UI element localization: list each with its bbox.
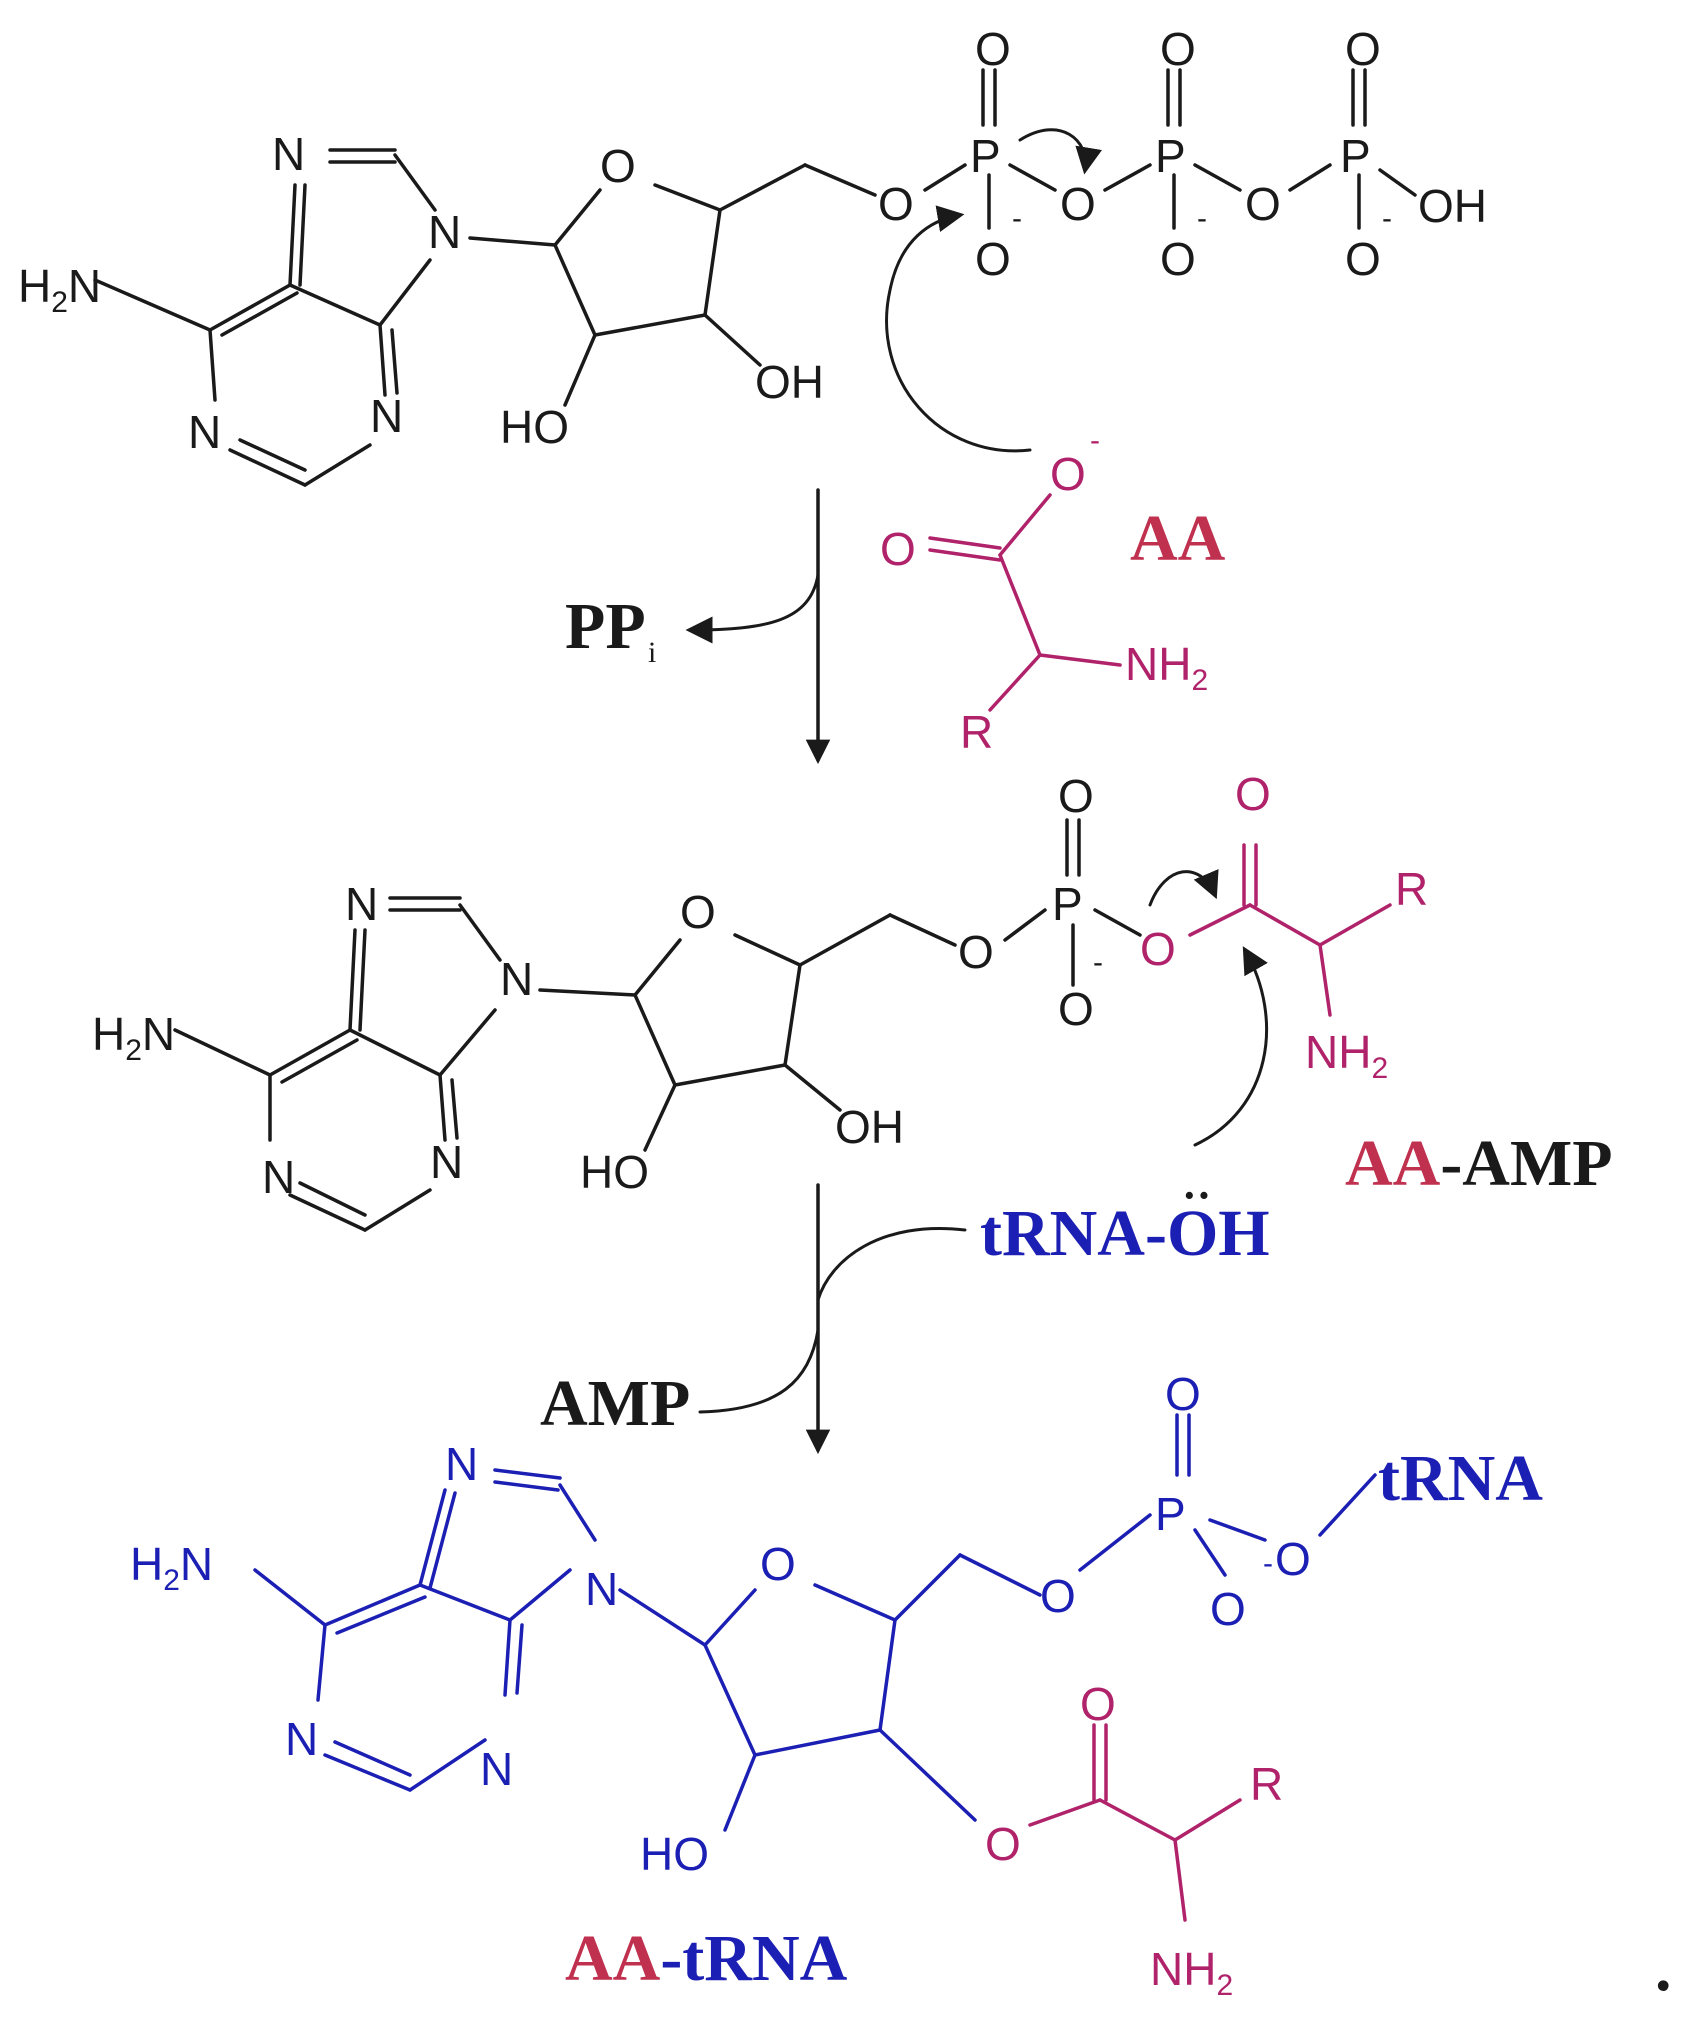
label-trna: tRNA: [1378, 1442, 1543, 1515]
svg-text:P: P: [1052, 878, 1083, 930]
svg-text:N: N: [285, 1713, 318, 1765]
svg-text:N: N: [262, 1151, 295, 1203]
atp-o5: O: [878, 178, 914, 230]
atp-p-beta: P: [1155, 130, 1186, 182]
atp-o-gamma: O: [1345, 23, 1381, 75]
svg-text:O: O: [760, 1538, 796, 1590]
atp-o-alpha: O: [975, 23, 1011, 75]
aa-r: R: [960, 706, 993, 758]
svg-text:HO: HO: [640, 1828, 709, 1880]
svg-text:O: O: [1165, 1368, 1201, 1420]
svg-text:O: O: [1140, 923, 1176, 975]
svg-text:i: i: [648, 636, 656, 669]
ppi-release-arrow: [685, 573, 820, 644]
trna-entry-arrow: [816, 1227, 967, 1302]
aa-trna-molecule: [253, 1413, 1377, 1832]
atp-n7: N: [272, 128, 305, 180]
aa-carbonyl-o: O: [880, 523, 916, 575]
atp-o-beta: O: [1160, 23, 1196, 75]
aa-carboxylate-o: O: [1050, 448, 1086, 500]
atp-n1: N: [188, 406, 221, 458]
atp-ho: HO: [500, 401, 569, 453]
atp-n3: N: [370, 390, 403, 442]
svg-text:O: O: [1058, 983, 1094, 1035]
atp-charge-alpha: -: [1012, 202, 1022, 235]
svg-text:O: O: [958, 926, 994, 978]
svg-text:N: N: [345, 878, 378, 930]
atp-oh: OH: [755, 356, 824, 408]
svg-text:N: N: [500, 953, 533, 1005]
svg-text:P: P: [1155, 1488, 1186, 1540]
label-trna-oh: tRNA-OH ··: [980, 1171, 1270, 1270]
aa-amp-acyl-bonds: [1188, 843, 1392, 1017]
atp-atom-labels: N N N N H2N O HO OH O P P P O O O O O OH…: [18, 23, 1487, 458]
svg-text:O: O: [1235, 768, 1271, 820]
label-ppi: PP i: [565, 590, 656, 669]
svg-text:O: O: [985, 1818, 1021, 1870]
atp-o-bridge1: O: [1060, 178, 1096, 230]
svg-text:N: N: [430, 1136, 463, 1188]
svg-text:O: O: [1040, 1570, 1076, 1622]
amino-acid-molecule: [928, 493, 1122, 712]
svg-text:NH2: NH2: [1305, 1026, 1388, 1085]
aa-charge: -: [1090, 424, 1100, 457]
svg-text:O: O: [1080, 1678, 1116, 1730]
atp-molecule: [93, 68, 1417, 487]
label-amp: AMP: [540, 1367, 690, 1440]
svg-text:N: N: [445, 1438, 478, 1490]
atp-charge-beta: -: [1197, 202, 1207, 235]
aa-atom-labels: O O - NH2 R: [880, 424, 1208, 758]
svg-text:R: R: [1250, 1758, 1283, 1810]
atp-ribose-o: O: [600, 140, 636, 192]
svg-text:AA-tRNA: AA-tRNA: [565, 1922, 848, 1995]
curly-arrow-trna-attack: [1193, 946, 1269, 1147]
svg-text:N: N: [480, 1743, 513, 1795]
atp-n9: N: [428, 206, 461, 258]
atp-p-alpha: P: [970, 130, 1001, 182]
svg-text:H2N: H2N: [130, 1538, 213, 1597]
aa-amp-molecule: [173, 818, 1142, 1232]
svg-text:AA-AMP: AA-AMP: [1345, 1127, 1613, 1200]
svg-text:HO: HO: [580, 1146, 649, 1198]
aa-amp-atom-labels: N N N N H2N O HO OH O P O O -: [92, 770, 1103, 1203]
label-aa-trna: AA-tRNA: [565, 1922, 848, 1995]
svg-text:N: N: [585, 1563, 618, 1615]
svg-text:tRNA-OH: tRNA-OH: [980, 1197, 1270, 1270]
atp-o-bridge2: O: [1245, 178, 1281, 230]
label-aa-amp: AA-AMP: [1345, 1127, 1613, 1200]
svg-text:O: O: [680, 886, 716, 938]
amp-release-arrow: [698, 1328, 820, 1414]
atp-amine: H2N: [18, 260, 101, 319]
atp-o-minus-gamma: O: [1345, 233, 1381, 285]
svg-text:-: -: [1093, 946, 1103, 979]
svg-text:OH: OH: [835, 1101, 904, 1153]
atp-terminal-oh: OH: [1418, 180, 1487, 232]
curly-arrow-p-o-middle: [1148, 868, 1219, 907]
aa-nh2: NH2: [1125, 638, 1208, 697]
svg-text:O: O: [1210, 1583, 1246, 1635]
svg-text:R: R: [1395, 863, 1428, 915]
aa-trna-atom-labels: N N N N H2N O HO O P O O O -: [130, 1368, 1311, 1880]
atp-o-minus-alpha: O: [975, 233, 1011, 285]
svg-text:H2N: H2N: [92, 1008, 175, 1067]
svg-text:NH2: NH2: [1150, 1943, 1233, 2002]
atp-charge-gamma: -: [1382, 202, 1392, 235]
svg-text:PP: PP: [565, 590, 646, 663]
curly-arrow-attack-atp: [885, 205, 1032, 453]
svg-text:-: -: [1263, 1547, 1273, 1580]
aa-trna-acyl-bonds: [1028, 1723, 1242, 1922]
svg-text:O: O: [1275, 1533, 1311, 1585]
curly-arrow-p-o: [1018, 128, 1102, 175]
trailing-period: .: [1655, 1932, 1672, 2005]
atp-o-minus-beta: O: [1160, 233, 1196, 285]
label-aa: AA: [1130, 502, 1226, 575]
svg-text:O: O: [1058, 770, 1094, 822]
lone-pair: ··: [1182, 1171, 1211, 1220]
aa-trna-acyl-labels: O O R NH2: [985, 1678, 1283, 2002]
aa-amp-acyl-labels: O O R NH2: [1140, 768, 1428, 1085]
atp-p-gamma: P: [1340, 130, 1371, 182]
